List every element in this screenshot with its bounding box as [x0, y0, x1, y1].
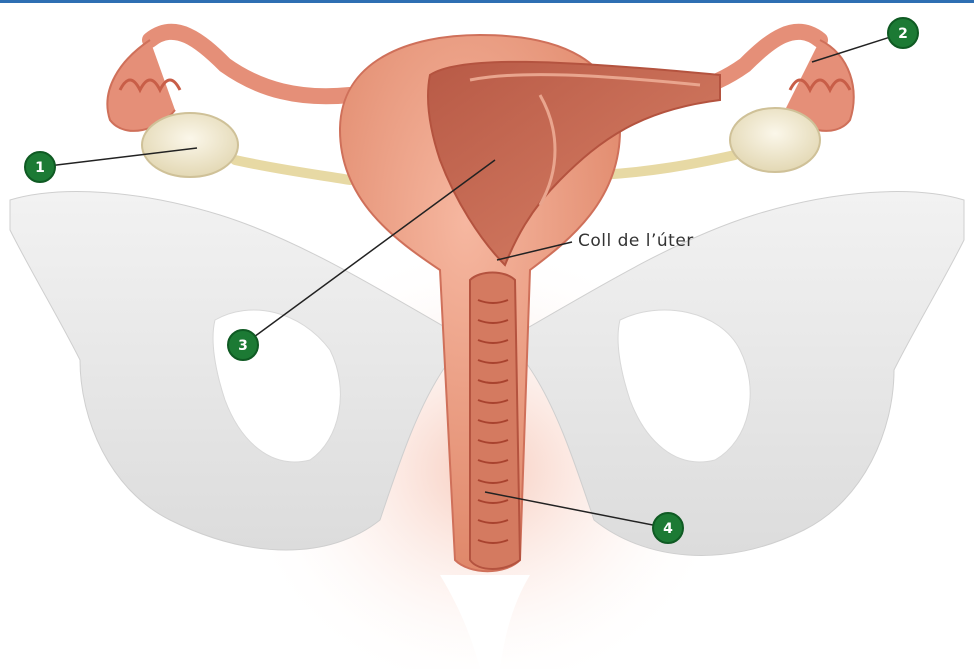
fallopian-tube-left — [107, 32, 350, 131]
marker-2-number: 2 — [898, 26, 908, 42]
marker-3-number: 3 — [238, 338, 248, 354]
marker-4: 4 — [653, 513, 683, 543]
vaginal-canal — [470, 273, 520, 570]
marker-2: 2 — [888, 18, 918, 48]
ovary-right — [730, 108, 820, 172]
marker-1: 1 — [25, 152, 55, 182]
marker-1-number: 1 — [35, 160, 45, 176]
ovarian-ligament-right — [600, 155, 735, 175]
marker-4-number: 4 — [663, 521, 673, 537]
marker-3: 3 — [228, 330, 258, 360]
ovarian-ligament-left — [235, 160, 350, 180]
ovary-left — [142, 113, 238, 177]
pelvis-left — [10, 192, 450, 550]
cervix-label: Coll de l’úter — [578, 231, 694, 251]
